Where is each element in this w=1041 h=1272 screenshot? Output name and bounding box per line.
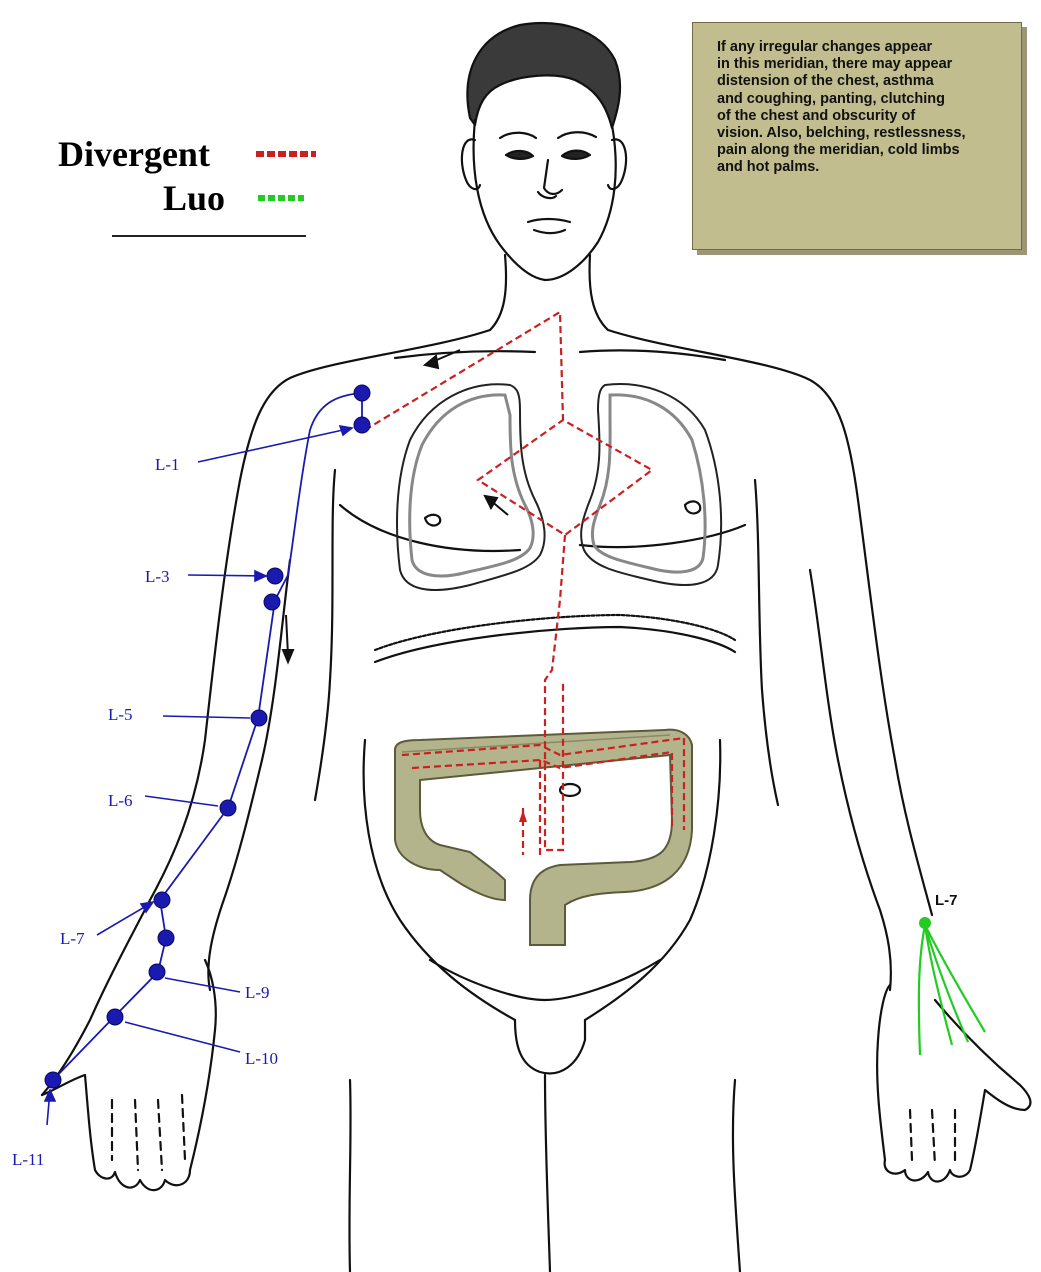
info-line: vision. Also, belching, restlessness, — [717, 125, 1003, 142]
label-L-5: L-5 — [108, 705, 133, 724]
point-L-7-luo — [919, 917, 931, 929]
label-L-1: L-1 — [155, 455, 180, 474]
label-L-10: L-10 — [245, 1049, 278, 1068]
label-L-9: L-9 — [245, 983, 270, 1002]
flow-arrows — [283, 350, 508, 662]
legend: Divergent Luo — [58, 134, 316, 236]
info-line: of the chest and obscurity of — [717, 108, 1003, 125]
point-L-1-upper — [354, 385, 370, 401]
info-line: and coughing, panting, clutching — [717, 91, 1003, 108]
label-L-11: L-11 — [12, 1150, 44, 1169]
luo-channel — [919, 925, 985, 1055]
point-L-3 — [267, 568, 283, 584]
info-line: in this meridian, there may appear — [717, 56, 1003, 73]
meridian-points — [45, 385, 370, 1088]
symptoms-info-box: If any irregular changes appear in this … — [692, 22, 1022, 250]
legend-luo-label: Luo — [163, 178, 225, 218]
red-up-arrow — [519, 810, 527, 822]
point-L-8 — [158, 930, 174, 946]
info-line: distension of the chest, asthma — [717, 73, 1003, 90]
lungs — [397, 384, 721, 590]
label-L-3: L-3 — [145, 567, 170, 586]
point-L-9 — [149, 964, 165, 980]
label-L-7-luo: L-7 — [935, 892, 958, 909]
point-L-7 — [154, 892, 170, 908]
point-L-6 — [220, 800, 236, 816]
point-L-10 — [107, 1009, 123, 1025]
info-line: and hot palms. — [717, 159, 1003, 176]
label-L-7: L-7 — [60, 929, 85, 948]
info-line: If any irregular changes appear — [717, 39, 1003, 56]
point-labels: L-1 L-3 L-5 L-6 L-7 L-9 L-10 L-11 — [12, 455, 278, 1169]
legend-divergent-label: Divergent — [58, 134, 210, 174]
point-L-1 — [354, 417, 370, 433]
info-line: pain along the meridian, cold limbs — [717, 142, 1003, 159]
point-L-5 — [251, 710, 267, 726]
point-L-11 — [45, 1072, 61, 1088]
label-L-6: L-6 — [108, 791, 133, 810]
point-L-4 — [264, 594, 280, 610]
